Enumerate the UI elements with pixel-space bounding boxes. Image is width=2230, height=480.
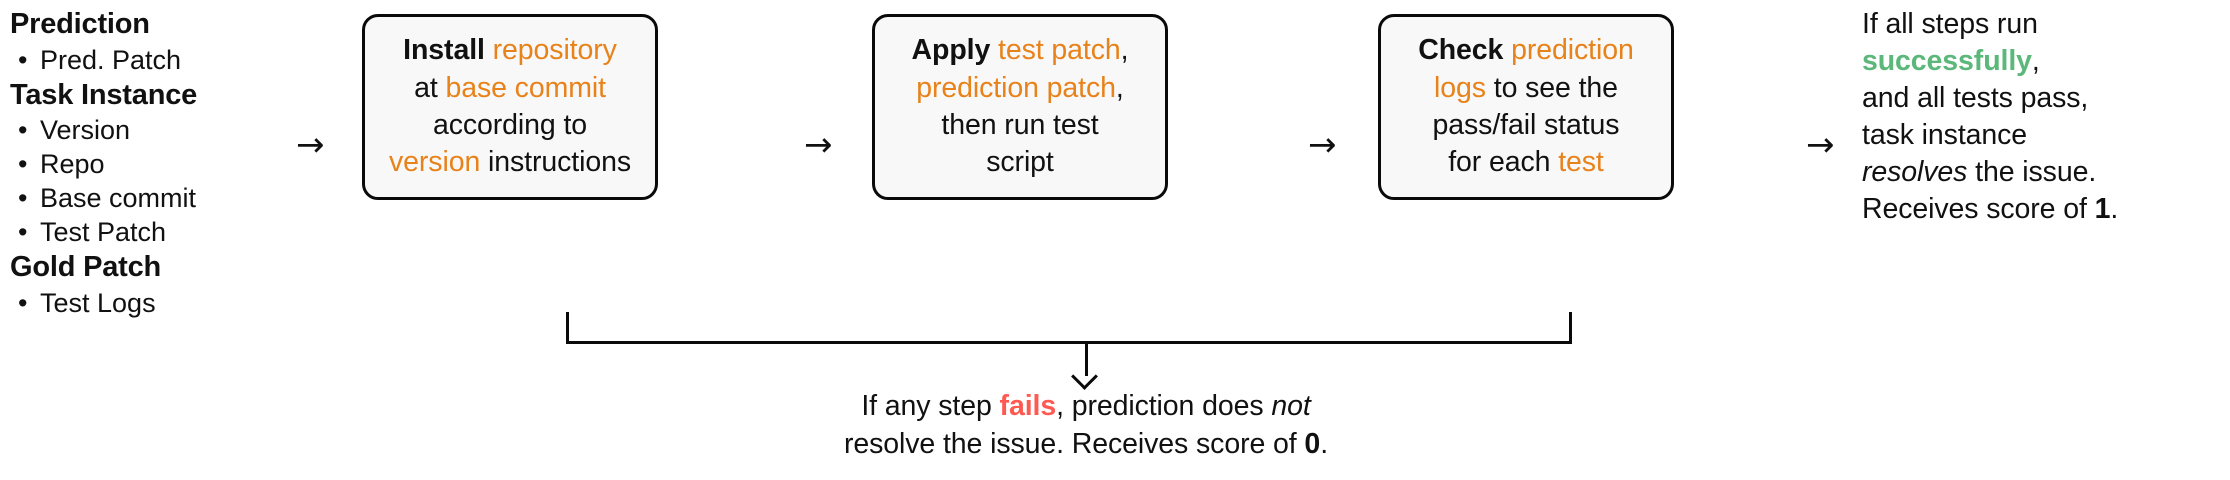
- step-text-then-run-test: then run test: [941, 109, 1099, 141]
- step-text-instructions: instructions: [480, 146, 631, 179]
- step-highlight-version: version: [389, 146, 481, 179]
- step-text-according-to: according to: [432, 109, 588, 141]
- outcome-line-1: If all steps run: [1862, 8, 2038, 40]
- bracket-riser-left: [566, 312, 569, 344]
- step-box-text: Check prediction logs to see the pass/fa…: [1418, 32, 1634, 181]
- inputs-legend: Prediction • Pred. Patch Task Instance •…: [10, 6, 260, 320]
- legend-item-label: Repo: [40, 149, 105, 180]
- step-verb: Check: [1418, 34, 1504, 67]
- outcome-line-4-rest: the issue.: [1967, 156, 2097, 189]
- step-comma: ,: [1115, 71, 1124, 104]
- failure-middle: , prediction does: [1056, 390, 1272, 422]
- step-highlight-repository: repository: [492, 34, 617, 67]
- step-box-install-repository: Install repository at base commit accord…: [362, 14, 658, 200]
- legend-item-label: Pred. Patch: [40, 44, 182, 75]
- bullet-icon: •: [18, 149, 28, 180]
- legend-item-test-logs: • Test Logs: [10, 286, 260, 320]
- failure-prefix: If any step: [861, 390, 1000, 422]
- step-highlight-prediction: prediction: [1511, 34, 1634, 67]
- failure-score-suffix: .: [1320, 427, 1329, 460]
- step-box-text: Install repository at base commit accord…: [389, 32, 631, 181]
- arrow-right-icon-1: →: [296, 125, 325, 165]
- legend-item-version: • Version: [10, 113, 260, 147]
- step-box-check-logs: Check prediction logs to see the pass/fa…: [1378, 14, 1674, 200]
- step-text-for-each: for each: [1448, 146, 1559, 179]
- bullet-icon: •: [18, 217, 28, 248]
- outcome-score-prefix: Receives score of: [1862, 193, 2095, 226]
- outcome-success-word: successfully: [1862, 45, 2032, 78]
- arrow-right-icon-2: →: [804, 125, 833, 165]
- failure-score-value: 0: [1304, 427, 1321, 460]
- outcome-score-suffix: .: [2110, 193, 2119, 226]
- legend-item-pred-patch: • Pred. Patch: [10, 43, 260, 77]
- legend-item-base-commit: • Base commit: [10, 181, 260, 215]
- step-highlight-logs: logs: [1434, 71, 1486, 104]
- arrow-right-icon-4: →: [1806, 125, 1835, 165]
- success-outcome-text: If all steps run successfully, and all t…: [1862, 6, 2230, 228]
- step-box-apply-patches: Apply test patch, prediction patch, then…: [872, 14, 1168, 200]
- legend-item-label: Test Patch: [40, 217, 167, 248]
- legend-item-label: Version: [40, 115, 131, 146]
- legend-item-repo: • Repo: [10, 147, 260, 181]
- outcome-comma: ,: [2031, 45, 2040, 78]
- step-comma: ,: [1120, 34, 1129, 67]
- arrow-right-icon-3: →: [1308, 125, 1337, 165]
- step-highlight-base-commit: base commit: [445, 71, 606, 104]
- outcome-resolves-word: resolves: [1862, 156, 1968, 189]
- outcome-line-2: and all tests pass,: [1862, 82, 2089, 115]
- legend-heading-task-instance: Task Instance: [10, 78, 198, 111]
- bullet-icon: •: [18, 115, 28, 146]
- legend-heading-prediction: Prediction: [10, 8, 150, 40]
- bullet-icon: •: [18, 44, 28, 75]
- step-box-text: Apply test patch, prediction patch, then…: [912, 32, 1129, 181]
- step-text-to-see-the: to see the: [1485, 71, 1618, 104]
- step-highlight-test-patch: test patch: [998, 34, 1121, 67]
- bullet-icon: •: [18, 287, 28, 318]
- failure-caption-text: If any step fails, prediction does not r…: [626, 388, 1546, 463]
- step-highlight-test: test: [1558, 146, 1604, 179]
- legend-item-label: Test Logs: [40, 287, 156, 318]
- step-text-pass-fail-status: pass/fail status: [1432, 109, 1620, 141]
- bracket-riser-right: [1569, 312, 1572, 344]
- step-verb: Install: [403, 34, 485, 67]
- failure-fails-word: fails: [999, 390, 1057, 422]
- bracket-horizontal-bar: [566, 341, 1572, 344]
- legend-item-test-patch: • Test Patch: [10, 215, 260, 249]
- failure-line-2-prefix: resolve the issue. Receives score of: [843, 427, 1305, 460]
- failure-not-word: not: [1271, 390, 1311, 422]
- outcome-line-3: task instance: [1862, 119, 2028, 152]
- outcome-score-value: 1: [2094, 193, 2111, 226]
- failure-bracket: [566, 312, 1572, 344]
- arrow-down-icon: [1085, 343, 1088, 376]
- step-text-script: script: [986, 146, 1054, 179]
- legend-heading-gold-patch: Gold Patch: [10, 251, 162, 284]
- legend-item-label: Base commit: [40, 183, 197, 214]
- step-text-at: at: [414, 71, 446, 104]
- step-verb: Apply: [911, 34, 991, 67]
- bullet-icon: •: [18, 183, 28, 214]
- step-highlight-prediction-patch: prediction patch: [916, 71, 1116, 104]
